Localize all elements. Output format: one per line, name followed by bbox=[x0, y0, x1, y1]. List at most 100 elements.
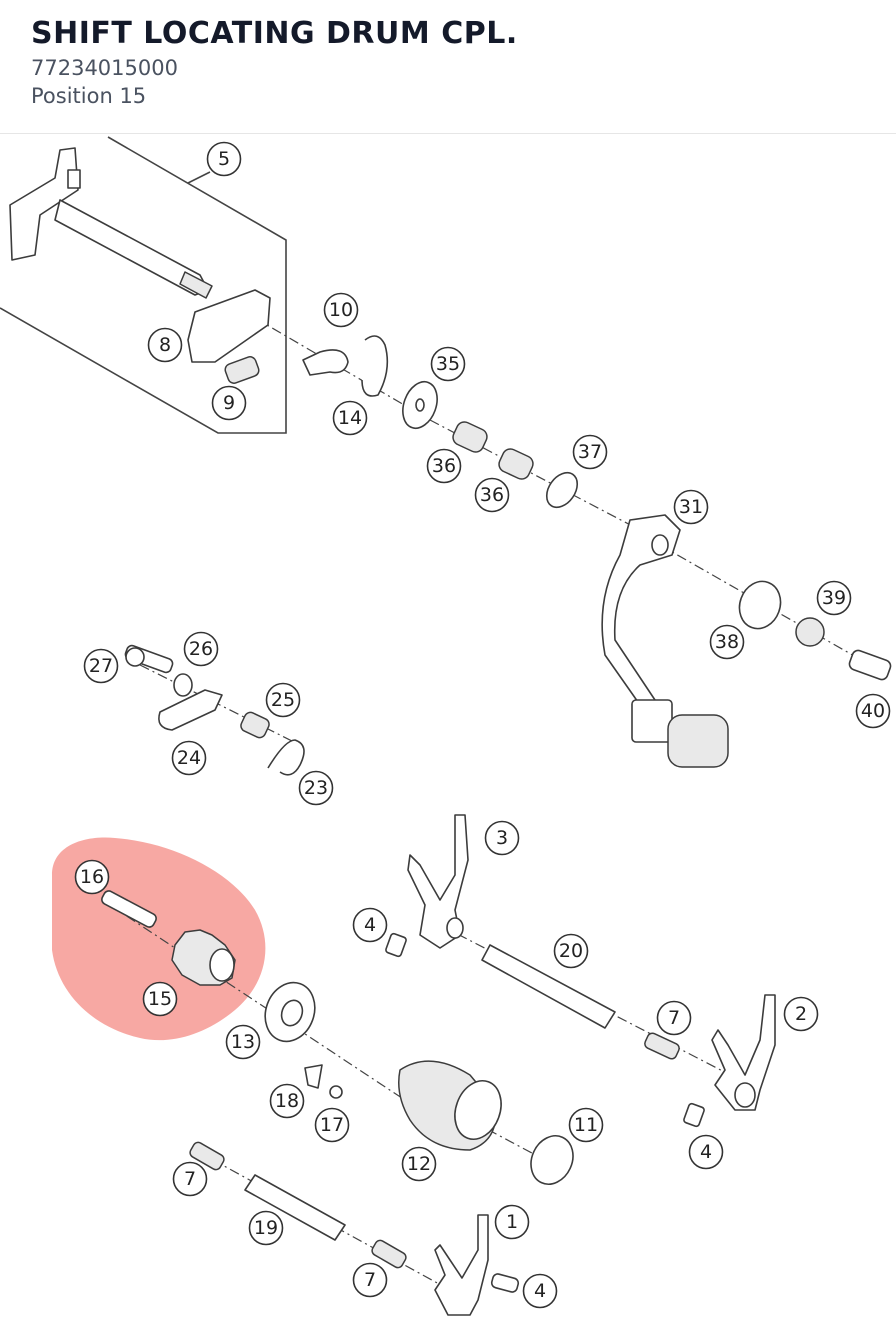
callout-7[interactable]: 7 bbox=[656, 1000, 692, 1036]
callout-3[interactable]: 3 bbox=[484, 820, 520, 856]
callout-13[interactable]: 13 bbox=[225, 1024, 261, 1060]
svg-text:7: 7 bbox=[668, 1007, 680, 1029]
callout-16[interactable]: 16 bbox=[74, 859, 110, 895]
svg-text:18: 18 bbox=[275, 1090, 299, 1112]
svg-text:2: 2 bbox=[795, 1003, 807, 1025]
svg-text:4: 4 bbox=[364, 914, 376, 936]
svg-text:12: 12 bbox=[407, 1153, 431, 1175]
shift-drum-part bbox=[398, 1060, 502, 1151]
svg-text:23: 23 bbox=[304, 777, 328, 799]
callout-11[interactable]: 11 bbox=[568, 1107, 604, 1143]
callout-31[interactable]: 31 bbox=[673, 489, 709, 525]
callout-25[interactable]: 25 bbox=[265, 682, 301, 718]
shift-locating-drum-part-15 bbox=[171, 929, 236, 986]
callout-1[interactable]: 1 bbox=[494, 1204, 530, 1240]
svg-text:15: 15 bbox=[148, 988, 172, 1010]
svg-text:19: 19 bbox=[254, 1217, 278, 1239]
callout-7c[interactable]: 7 bbox=[352, 1262, 388, 1298]
svg-text:8: 8 bbox=[159, 334, 171, 356]
rod-part bbox=[481, 944, 616, 1029]
callout-39[interactable]: 39 bbox=[816, 580, 852, 616]
callout-14[interactable]: 14 bbox=[332, 400, 368, 436]
callout-20[interactable]: 20 bbox=[553, 933, 589, 969]
spring-part bbox=[371, 1239, 407, 1269]
callout-4b[interactable]: 4 bbox=[688, 1134, 724, 1170]
svg-text:38: 38 bbox=[715, 631, 739, 653]
leader-line bbox=[187, 171, 211, 184]
svg-text:39: 39 bbox=[822, 587, 846, 609]
callout-9[interactable]: 9 bbox=[211, 385, 247, 421]
callout-19[interactable]: 19 bbox=[248, 1210, 284, 1246]
svg-text:25: 25 bbox=[271, 689, 295, 711]
svg-text:5: 5 bbox=[218, 148, 230, 170]
bushing-part bbox=[302, 349, 349, 376]
callout-12[interactable]: 12 bbox=[401, 1146, 437, 1182]
part-number: 77234015000 bbox=[31, 56, 178, 80]
svg-text:36: 36 bbox=[432, 455, 456, 477]
svg-text:4: 4 bbox=[700, 1141, 712, 1163]
callout-38[interactable]: 38 bbox=[709, 624, 745, 660]
callout-35[interactable]: 35 bbox=[430, 346, 466, 382]
linkage-parts bbox=[124, 644, 305, 776]
svg-text:27: 27 bbox=[89, 655, 113, 677]
svg-text:24: 24 bbox=[177, 747, 201, 769]
spring-part bbox=[224, 356, 260, 384]
callout-18[interactable]: 18 bbox=[269, 1083, 305, 1119]
shift-fork-part bbox=[434, 1214, 489, 1316]
svg-text:35: 35 bbox=[436, 353, 460, 375]
svg-text:7: 7 bbox=[184, 1168, 196, 1190]
svg-text:13: 13 bbox=[231, 1031, 255, 1053]
screw-part bbox=[329, 1085, 343, 1099]
washer-part bbox=[738, 580, 782, 630]
callout-4c[interactable]: 4 bbox=[522, 1273, 558, 1309]
callout-26[interactable]: 26 bbox=[183, 631, 219, 667]
header: SHIFT LOCATING DRUM CPL. 77234015000 Pos… bbox=[0, 0, 896, 134]
callout-15[interactable]: 15 bbox=[142, 981, 178, 1017]
callout-23[interactable]: 23 bbox=[298, 770, 334, 806]
svg-text:14: 14 bbox=[338, 407, 362, 429]
seal-hole bbox=[280, 999, 304, 1027]
callout-10[interactable]: 10 bbox=[323, 292, 359, 328]
svg-text:16: 16 bbox=[80, 866, 104, 888]
callout-40[interactable]: 40 bbox=[855, 693, 891, 729]
shift-shaft-part bbox=[9, 147, 213, 299]
callout-2[interactable]: 2 bbox=[783, 996, 819, 1032]
highlight-region bbox=[52, 837, 266, 1041]
svg-text:10: 10 bbox=[329, 299, 353, 321]
svg-text:3: 3 bbox=[496, 827, 508, 849]
svg-text:40: 40 bbox=[861, 700, 885, 722]
callout-4[interactable]: 4 bbox=[352, 907, 388, 943]
svg-text:26: 26 bbox=[189, 638, 213, 660]
svg-text:4: 4 bbox=[534, 1280, 546, 1302]
svg-text:17: 17 bbox=[320, 1114, 344, 1136]
exploded-parts-diagram: 5 10 8 9 14 35 36 36 37 31 39 38 40 27 2… bbox=[0, 136, 892, 1316]
callout-36b[interactable]: 36 bbox=[474, 477, 510, 513]
callout-8[interactable]: 8 bbox=[147, 327, 183, 363]
bushing-part bbox=[452, 421, 488, 453]
bolt-part-16 bbox=[101, 890, 157, 928]
svg-text:1: 1 bbox=[506, 1211, 518, 1233]
seal-part bbox=[530, 1135, 574, 1185]
callout-36[interactable]: 36 bbox=[426, 448, 462, 484]
axis-line bbox=[139, 664, 301, 746]
pin-part bbox=[490, 1273, 520, 1293]
svg-text:31: 31 bbox=[679, 496, 703, 518]
svg-text:36: 36 bbox=[480, 484, 504, 506]
callout-37[interactable]: 37 bbox=[572, 434, 608, 470]
callout-7b[interactable]: 7 bbox=[172, 1161, 208, 1197]
shift-plate-part bbox=[187, 289, 271, 363]
detent-part bbox=[304, 1064, 323, 1089]
callout-5[interactable]: 5 bbox=[206, 141, 242, 177]
seal-part bbox=[545, 471, 579, 509]
svg-text:7: 7 bbox=[364, 1269, 376, 1291]
callout-17[interactable]: 17 bbox=[314, 1107, 350, 1143]
axis-line bbox=[109, 904, 421, 1111]
subassembly-frame bbox=[0, 136, 287, 434]
shift-lever-part bbox=[601, 514, 729, 768]
callout-27[interactable]: 27 bbox=[83, 648, 119, 684]
svg-text:37: 37 bbox=[578, 441, 602, 463]
pin-part bbox=[683, 1102, 705, 1128]
rod-part bbox=[244, 1174, 346, 1241]
nut-part bbox=[795, 617, 825, 647]
callout-24[interactable]: 24 bbox=[171, 740, 207, 776]
